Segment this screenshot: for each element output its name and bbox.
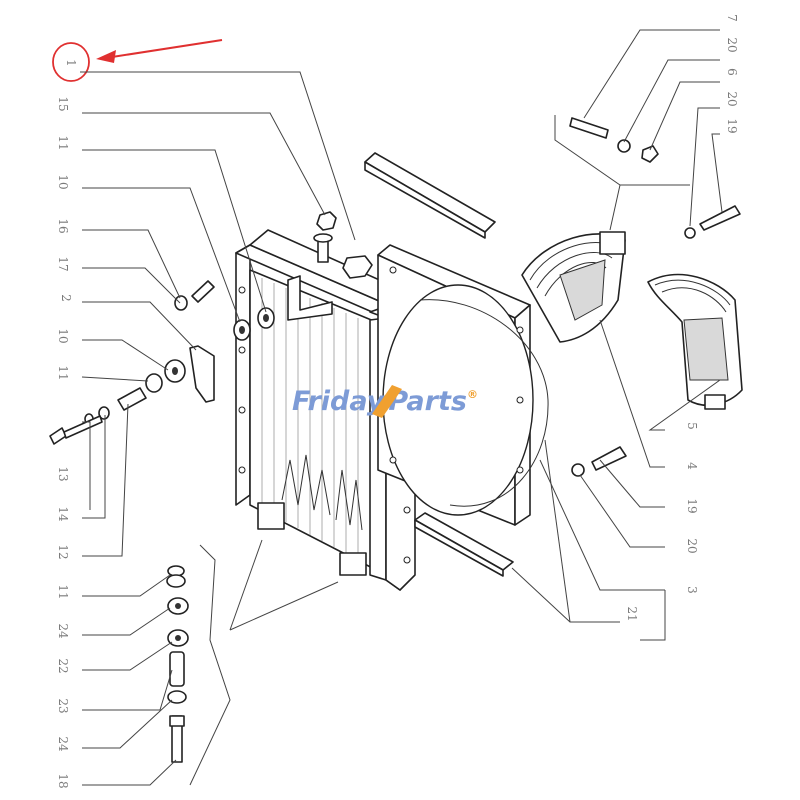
callout-21: 21 <box>625 606 639 621</box>
callout-14: 14 <box>56 506 70 522</box>
callout-10-b: 10 <box>56 328 70 343</box>
fan-ring <box>647 273 743 410</box>
callout-11: 11 <box>56 135 70 150</box>
callout-13: 13 <box>56 466 70 481</box>
left-fasteners <box>49 211 337 445</box>
highlight-arrow <box>96 39 223 63</box>
callout-labels: 1 15 11 10 16 17 2 10 11 13 14 12 11 24 … <box>56 14 739 788</box>
callout-22: 22 <box>56 658 70 673</box>
callout-24-b: 24 <box>56 736 70 752</box>
callout-11-c: 11 <box>56 584 70 599</box>
callout-19: 19 <box>725 118 739 133</box>
callout-19-b: 19 <box>685 498 699 513</box>
callout-6: 6 <box>725 68 739 76</box>
callout-18: 18 <box>56 773 70 788</box>
highlight-circle <box>52 42 90 82</box>
callout-20-c: 20 <box>685 538 699 553</box>
watermark-registered: ® <box>467 388 478 401</box>
callout-11-b: 11 <box>56 365 70 380</box>
callout-23: 23 <box>56 698 70 713</box>
callout-2: 2 <box>59 294 73 302</box>
callout-4: 4 <box>685 462 699 470</box>
bottom-mount-stack <box>166 565 189 763</box>
watermark-word-friday: Friday <box>292 386 386 417</box>
callout-5: 5 <box>685 422 699 430</box>
callout-12: 12 <box>56 544 70 559</box>
watermark-word-parts: Parts <box>388 386 467 417</box>
right-fasteners <box>569 117 741 477</box>
callout-17: 17 <box>56 256 70 271</box>
callout-20-b: 20 <box>725 91 739 106</box>
fan-shroud <box>364 152 549 577</box>
leader-lines <box>80 29 723 786</box>
callout-3: 3 <box>685 586 699 594</box>
callout-24: 24 <box>56 623 70 639</box>
callout-15: 15 <box>56 96 70 111</box>
callout-1: 1 <box>64 59 78 67</box>
callout-16: 16 <box>56 218 70 233</box>
callout-10: 10 <box>56 174 70 189</box>
callout-7: 7 <box>725 14 739 22</box>
callout-20: 20 <box>725 37 739 52</box>
watermark-swoosh <box>372 385 402 418</box>
fan-guard <box>521 231 626 343</box>
